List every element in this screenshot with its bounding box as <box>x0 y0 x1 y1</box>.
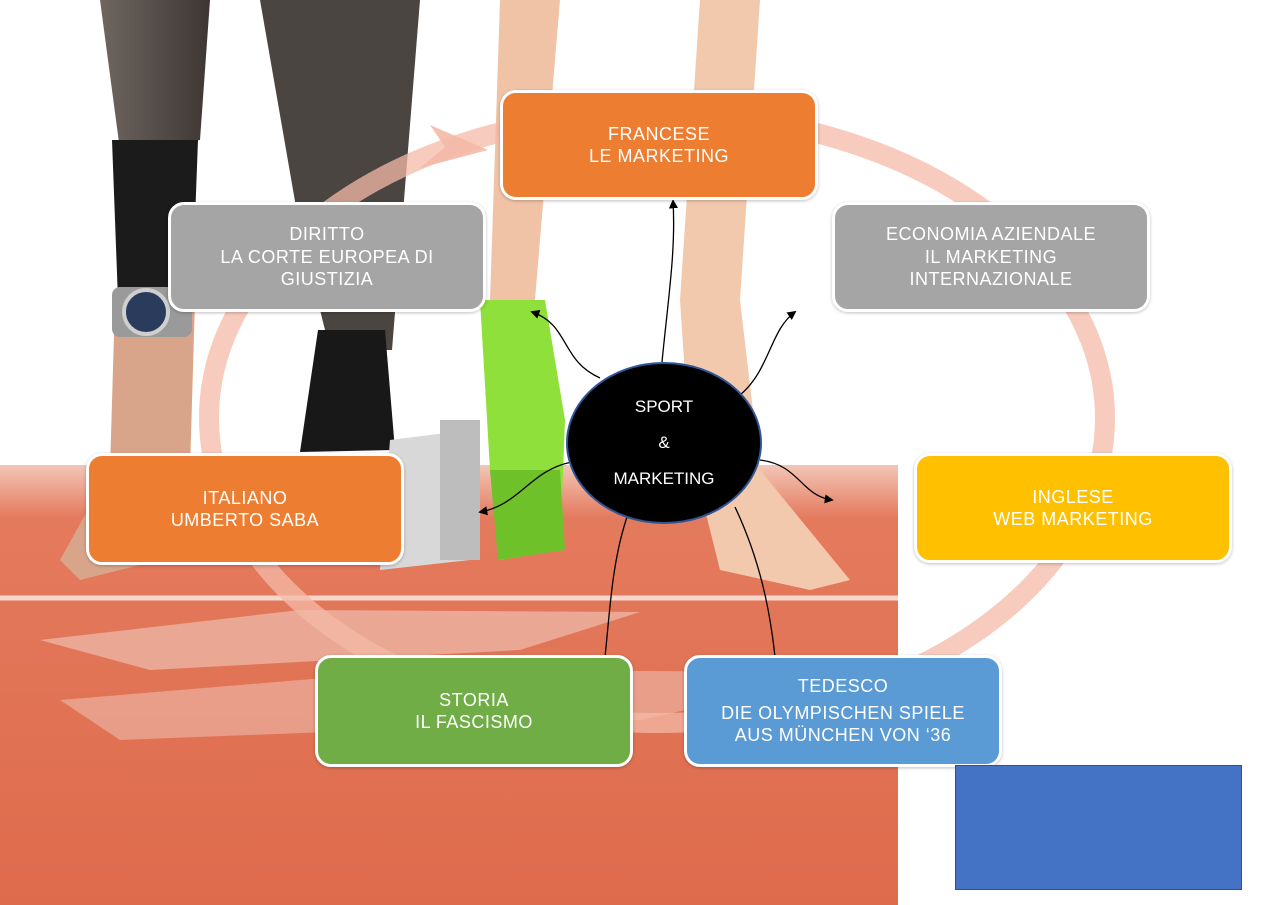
node-diritto-topic: LA CORTE EUROPEA DI GIUSTIZIA <box>220 246 434 290</box>
central-node-sport-marketing: SPORT & MARKETING <box>566 362 762 524</box>
connector-lines <box>478 199 834 658</box>
node-inglese-topic: WEB MARKETING <box>993 509 1153 529</box>
node-francese-topic: LE MARKETING <box>588 146 730 166</box>
node-storia-title: STORIA <box>439 689 509 710</box>
cycle-arrow-head <box>420 125 488 168</box>
node-storia-topic: IL FASCISMO <box>415 712 533 732</box>
node-economia-topic: IL MARKETING INTERNAZIONALE <box>909 246 1073 290</box>
node-inglese-title: INGLESE <box>1032 486 1114 507</box>
node-diritto-title: DIRITTO <box>289 224 365 245</box>
node-inglese: INGLESE WEB MARKETING <box>914 453 1232 563</box>
node-francese: FRANCESE LE MARKETING <box>500 90 818 200</box>
node-diritto: DIRITTO LA CORTE EUROPEA DI GIUSTIZIA <box>168 202 486 312</box>
center-line-sport: SPORT <box>634 397 694 416</box>
node-francese-title: FRANCESE <box>607 123 710 144</box>
node-economia-title: ECONOMIA AZIENDALE <box>885 224 1097 245</box>
node-tedesco-topic: DIE OLYMPISCHEN SPIELE AUS MÜNCHEN VON ‘… <box>721 702 965 746</box>
node-economia-aziendale: ECONOMIA AZIENDALE IL MARKETING INTERNAZ… <box>832 202 1150 312</box>
node-tedesco: TEDESCO DIE OLYMPISCHEN SPIELE AUS MÜNCH… <box>684 655 1002 767</box>
node-italiano-topic: UMBERTO SABA <box>170 510 320 530</box>
center-line-marketing: MARKETING <box>613 469 715 488</box>
node-italiano: ITALIANO UMBERTO SABA <box>86 453 404 565</box>
blue-rectangle <box>955 765 1242 890</box>
node-italiano-title: ITALIANO <box>202 487 288 508</box>
node-storia: STORIA IL FASCISMO <box>315 655 633 767</box>
center-line-ampersand: & <box>658 433 670 452</box>
node-tedesco-title: TEDESCO <box>797 676 889 697</box>
